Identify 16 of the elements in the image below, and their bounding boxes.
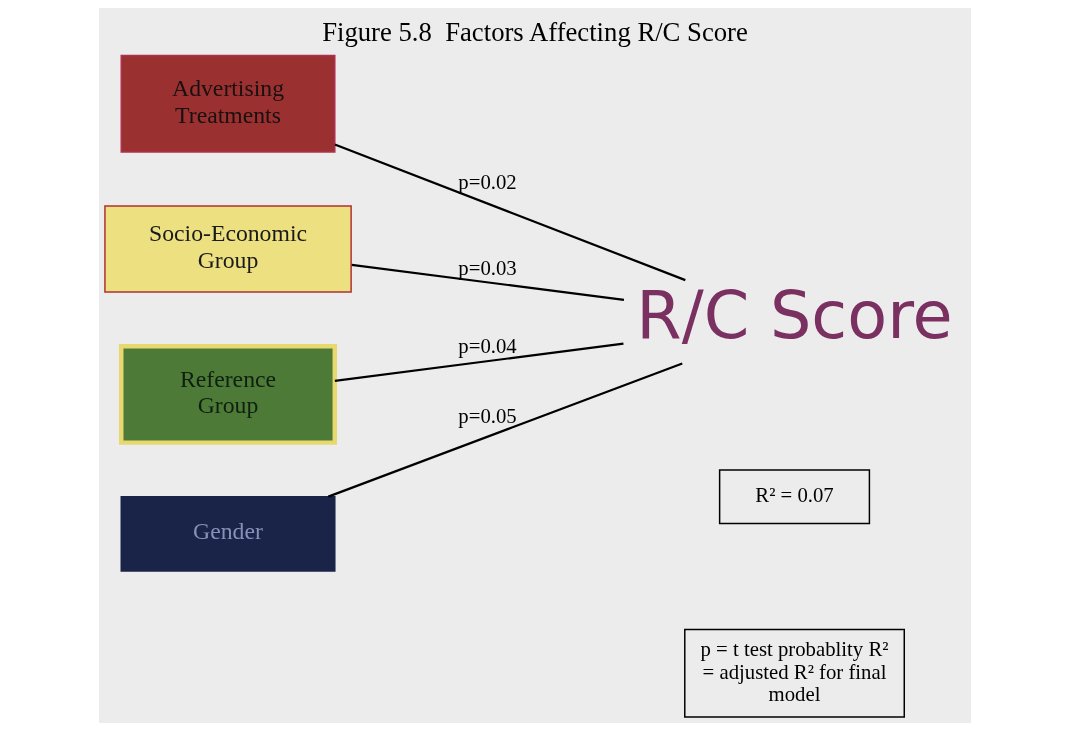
edge-label: p=0.04: [458, 335, 517, 358]
edge-label: p=0.02: [458, 170, 517, 193]
node-box: Gender: [120, 496, 336, 572]
node-text: R/C Score: [636, 277, 953, 354]
edge-label: p=0.03: [458, 256, 517, 279]
node-box: Reference Group: [119, 344, 338, 445]
connector: [334, 143, 686, 282]
connector: [334, 342, 624, 382]
connector: [351, 263, 625, 302]
connector: [327, 362, 683, 498]
edge-label: p=0.05: [458, 404, 517, 427]
node-box: R² = 0.07: [718, 469, 871, 525]
node-box: Socio-Economic Group: [104, 205, 352, 293]
node-box: p = t test probablity R² = adjusted R² for final model: [684, 628, 905, 718]
diagram-title: Figure 5.8 Factors Affecting R/C Score: [322, 17, 748, 48]
node-box: Advertising Treatments: [120, 54, 336, 153]
